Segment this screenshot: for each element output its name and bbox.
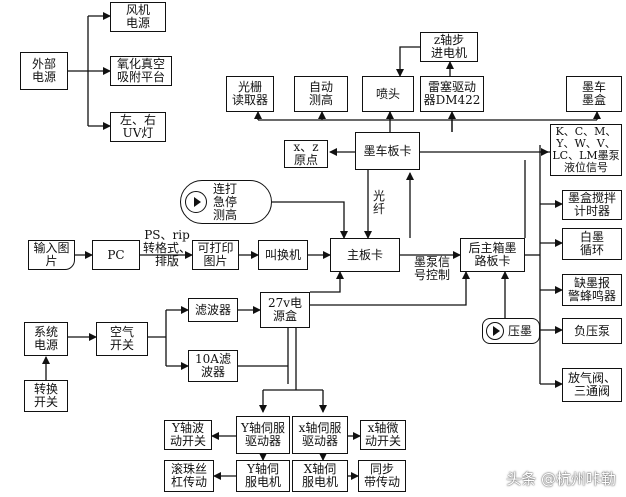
negative-pump-box: 负压泵 — [562, 318, 622, 344]
y-servo-driver-box: Y轴伺服 驱动器 — [236, 416, 290, 454]
x-servo-driver-box: x轴伺服 驱动器 — [292, 416, 348, 454]
leadshine-driver-box: 雷塞驱动 器DM422 — [420, 76, 484, 112]
grating-reader-box: 光栅 读取器 — [226, 76, 274, 112]
pc-box: PC — [92, 240, 140, 270]
ps-rip-label: PS、rip 转格式、 排版 — [142, 228, 191, 268]
estop-height-label: 连打 急停 测高 — [213, 181, 238, 222]
filter-10a-box: 10A滤 波器 — [188, 350, 238, 382]
toggle-switch-box: 转换 开关 — [24, 380, 68, 412]
external-power-box: 外部 电源 — [20, 52, 68, 90]
carriage-ink-box: 墨车 墨盒 — [566, 76, 622, 112]
press-ink-label: 压墨 — [508, 323, 533, 338]
ball-screw-box: 滚珠丝 杠传动 — [164, 460, 214, 492]
ink-box-mixer-box: 墨盒搅拌 计时器 — [562, 190, 622, 220]
system-power-box: 系统 电源 — [24, 322, 68, 356]
y-servo-motor-box: Y轴伺 服电机 — [236, 460, 290, 492]
pump-signal-control-label: 墨泵信 号控制 — [413, 255, 450, 282]
filter-box: 滤波器 — [188, 298, 238, 322]
uv-lamp-box: 左、右 UV灯 — [110, 112, 166, 142]
rear-ink-board-box: 后主箱墨 路板卡 — [460, 238, 525, 272]
call-machine-box: 叫换机 — [258, 240, 308, 270]
play-icon — [185, 191, 207, 213]
level-signal-box: K、C、M、 Y、W、V、 LC、LM墨泵 液位信号 — [550, 124, 622, 176]
low-ink-alarm-box: 缺墨报 警蜂鸣器 — [562, 274, 622, 306]
printable-image-box: 可打印 图片 — [192, 240, 239, 270]
input-image-box: 输入图 片 — [28, 240, 75, 270]
air-switch-box: 空气 开关 — [96, 322, 148, 356]
fan-power-box: 风机 电源 — [110, 2, 166, 32]
psu-27v-box: 27v电 源盒 — [260, 292, 310, 328]
white-ink-cycle-box: 白墨 循环 — [562, 228, 622, 260]
fiber-label: 光 纤 — [372, 189, 385, 216]
z-stepper-box: z轴步 进电机 — [420, 32, 478, 62]
nozzle-box: 喷头 — [362, 76, 414, 112]
oxidation-vacuum-box: 氧化真空 吸附平台 — [110, 56, 172, 86]
x-micro-switch-box: x轴微 动开关 — [360, 420, 406, 450]
estop-height-button: 连打 急停 测高 — [180, 180, 272, 224]
press-ink-button: 压墨 — [482, 318, 540, 344]
main-board-box: 主板卡 — [330, 238, 400, 272]
watermark: 头条 @杭州咔勒 — [506, 470, 616, 488]
y-limit-switch-box: Y轴波 动开关 — [164, 420, 212, 450]
xz-origin-box: x、z 原点 — [284, 140, 328, 168]
carriage-board-box: 墨车板卡 — [355, 132, 420, 170]
play-icon — [486, 322, 504, 340]
sync-belt-box: 同步 带传动 — [358, 460, 406, 492]
vent-valve-box: 放气阀、 三通阀 — [562, 368, 622, 402]
auto-height-box: 自动 测高 — [294, 76, 348, 112]
x-servo-motor-box: X轴伺 服电机 — [292, 460, 348, 492]
